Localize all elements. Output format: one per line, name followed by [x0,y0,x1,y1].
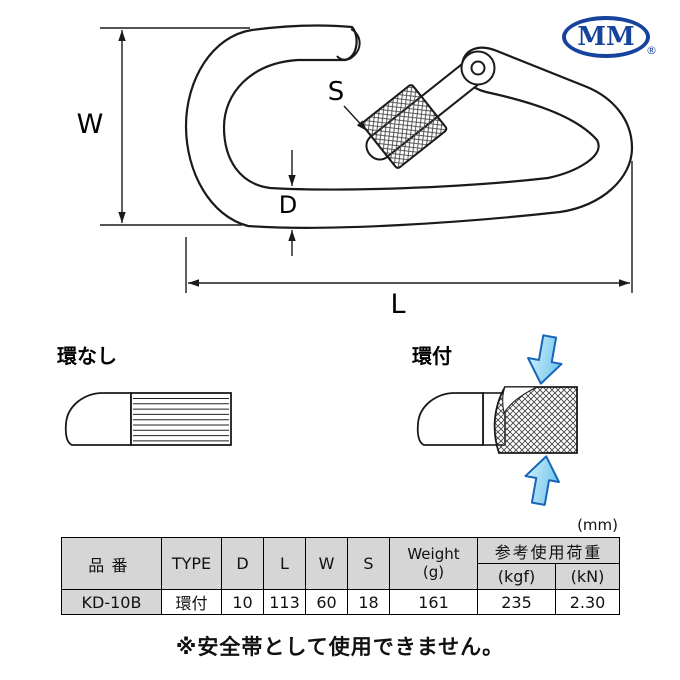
table-row: KD-10B 環付 10 113 60 18 161 235 2.30 [61,589,620,615]
header-weight: Weight (g) [389,537,478,590]
collar-thread-highlight [502,386,538,415]
cell-part-no: KD-10B [61,589,162,615]
screw-collar-knurled [493,386,578,454]
cell-load-kn: 2.30 [555,589,620,615]
pivot-rivet-inner [470,60,486,76]
spec-table: 品番 TYPE D L W S Weight (g) 参考使用荷重 (kgf) … [61,537,620,615]
variant-with-drawing [416,334,578,506]
carabiner-diagram-svg: W S D L 環なし 環付 [57,24,634,506]
registered-mark: ® [646,44,657,57]
arrow-up-icon [524,455,560,506]
header-weight-line2: (g) [422,562,445,581]
header-weight-line1: Weight [407,545,460,564]
header-load-kgf: (kgf) [477,563,556,590]
cell-d: 10 [221,589,264,615]
dim-s-label: S [328,77,345,107]
gate-tip-shape [416,392,484,446]
dim-s-leader [343,105,368,132]
variant-with-label: 環付 [412,344,452,368]
brand-logo: MM [562,16,650,58]
variant-without-drawing [64,392,232,446]
variant-without-label: 環なし [57,344,117,368]
cell-type: 環付 [161,589,222,615]
table-unit-label: (mm) [577,516,618,534]
warning-note: ※安全帯として使用できません。 [175,635,505,659]
header-d: D [221,537,264,590]
cell-l: 113 [263,589,306,615]
sleeve-hatch-lines [133,398,229,442]
carabiner-gate [361,56,488,169]
header-w: W [305,537,348,590]
cell-weight: 161 [389,589,478,615]
screw-collar [361,84,448,169]
dim-d-label: D [279,191,297,219]
header-s: S [347,537,390,590]
header-load-kn: (kN) [555,563,620,590]
header-load-group: 参考使用荷重 [477,537,620,564]
brand-logo-text: MM [577,22,635,52]
header-type: TYPE [161,537,222,590]
arrow-down-icon [527,334,563,385]
dim-w-label: W [77,109,104,140]
header-row-1: 品番 TYPE D L W S Weight (g) 参考使用荷重 [61,537,620,590]
carabiner-frame [184,24,634,229]
header-l: L [263,537,306,590]
dim-l-label: L [390,289,405,320]
cell-w: 60 [305,589,348,615]
cell-load-kgf: 235 [477,589,556,615]
cell-s: 18 [347,589,390,615]
gate-tip-shape [64,392,132,446]
header-part-no: 品番 [61,537,162,590]
gate-sleeve-plain [130,392,232,446]
nose-notch [336,28,361,61]
